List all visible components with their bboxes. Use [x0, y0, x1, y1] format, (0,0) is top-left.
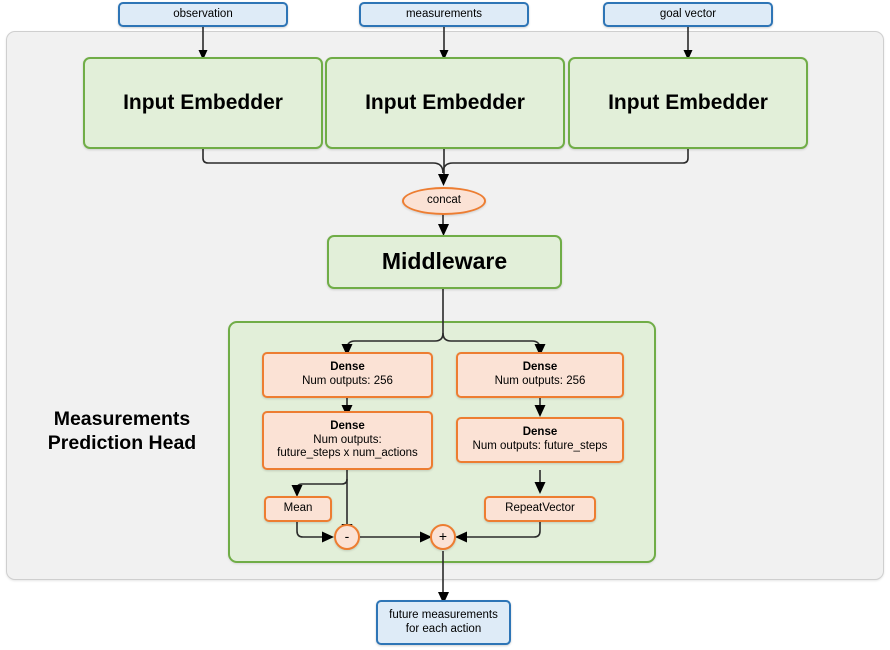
- input-embedder-2[interactable]: Input Embedder: [325, 57, 565, 149]
- add-operator-label: +: [438, 528, 448, 544]
- output-box-future-measurements[interactable]: future measurements for each action: [376, 600, 511, 645]
- dense-left-2-subtitle-line-1: Num outputs:: [313, 433, 382, 446]
- input-box-measurements[interactable]: measurements: [359, 2, 529, 27]
- input-box-goal-vector-label: goal vector: [659, 7, 717, 20]
- input-embedder-3[interactable]: Input Embedder: [568, 57, 808, 149]
- input-embedder-1[interactable]: Input Embedder: [83, 57, 323, 149]
- concat-node[interactable]: concat: [402, 187, 486, 215]
- input-box-observation[interactable]: observation: [118, 2, 288, 27]
- repeat-vector-label: RepeatVector: [505, 502, 575, 515]
- dense-right-2[interactable]: Dense Num outputs: future_steps: [456, 417, 624, 463]
- head-title-line-1: Measurements: [53, 408, 191, 430]
- mean-label: Mean: [283, 502, 313, 515]
- repeat-vector-node[interactable]: RepeatVector: [484, 496, 596, 522]
- dense-left-1-subtitle: Num outputs: 256: [302, 375, 393, 387]
- middleware-label: Middleware: [381, 248, 508, 275]
- dense-right-2-subtitle: Num outputs: future_steps: [472, 440, 608, 452]
- input-embedder-1-label: Input Embedder: [123, 90, 283, 114]
- dense-left-1[interactable]: Dense Num outputs: 256: [262, 352, 433, 398]
- input-box-goal-vector[interactable]: goal vector: [603, 2, 773, 27]
- dense-left-1-title: Dense: [330, 361, 365, 374]
- input-box-observation-label: observation: [173, 7, 233, 20]
- dense-left-2[interactable]: Dense Num outputs: future_steps x num_ac…: [262, 411, 433, 470]
- head-title: Measurements Prediction Head: [24, 408, 220, 456]
- dense-right-1-subtitle: Num outputs: 256: [494, 375, 586, 387]
- add-operator[interactable]: +: [430, 524, 456, 550]
- dense-left-2-subtitle-line-2: future_steps x num_actions: [277, 447, 418, 460]
- input-embedder-2-label: Input Embedder: [365, 90, 525, 114]
- output-box-line-1: future measurements: [389, 608, 498, 621]
- dense-left-2-title: Dense: [330, 420, 365, 433]
- subtract-operator-label: -: [344, 528, 350, 544]
- dense-right-1[interactable]: Dense Num outputs: 256: [456, 352, 624, 398]
- subtract-operator[interactable]: -: [334, 524, 360, 550]
- concat-label: concat: [427, 194, 461, 207]
- dense-right-2-title: Dense: [522, 426, 558, 439]
- input-box-measurements-label: measurements: [405, 7, 483, 20]
- input-embedder-3-label: Input Embedder: [608, 90, 768, 114]
- output-box-line-2: for each action: [405, 622, 482, 635]
- dense-right-1-title: Dense: [522, 361, 558, 374]
- mean-node[interactable]: Mean: [264, 496, 332, 522]
- middleware-node[interactable]: Middleware: [327, 235, 562, 289]
- head-title-line-2: Prediction Head: [47, 431, 197, 454]
